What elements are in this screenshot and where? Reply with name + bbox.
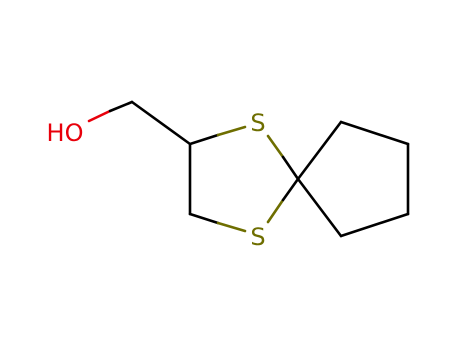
bond-c4-s-bottom-carbon-half — [188, 212, 220, 225]
bond-c4-s-bottom-sulfur-half — [216, 221, 247, 233]
bond-cp4-spiro — [296, 177, 343, 238]
bond-ch2-c2 — [130, 100, 192, 146]
bond-s-bottom-spiro-sulfur-half — [266, 198, 285, 224]
sulfur-top-label: S — [250, 109, 265, 137]
sulfur-bottom-label: S — [250, 223, 265, 251]
bond-s-top-spiro-carbon-half — [281, 155, 300, 181]
bond-cp3-cp4 — [339, 212, 410, 238]
hydroxyl-label: HO — [47, 119, 84, 147]
bond-s-bottom-spiro-carbon-half — [281, 177, 300, 202]
bond-s-top-spiro-sulfur-half — [266, 134, 285, 159]
bond-spiro-cp1 — [296, 120, 343, 181]
atom-labels: HO S S — [47, 109, 266, 251]
bond-c2-s-top-carbon-half — [188, 133, 220, 146]
bonds — [87, 100, 410, 238]
bond-o-ch2-oxygen-half — [87, 109, 112, 123]
bond-c2-s-top-sulfur-half — [216, 125, 247, 137]
bond-cp1-cp2 — [339, 120, 410, 146]
bond-o-ch2-carbon-half — [108, 100, 134, 113]
